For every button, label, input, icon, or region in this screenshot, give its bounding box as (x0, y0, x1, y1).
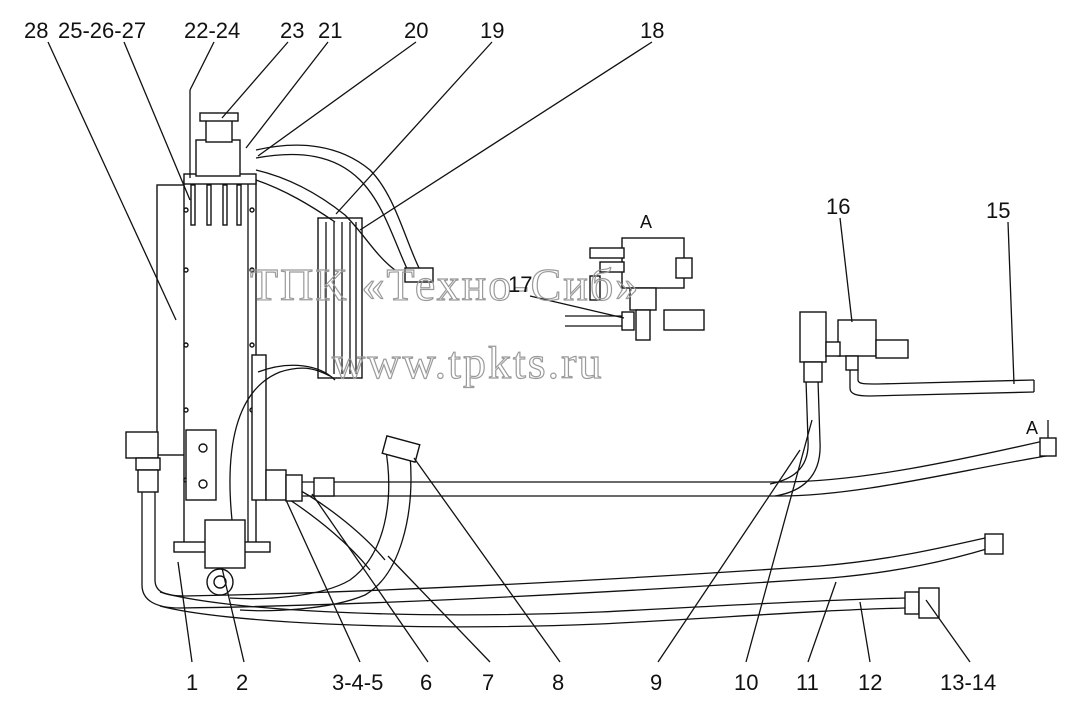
label-15: 15 (986, 198, 1010, 223)
label-8: 8 (552, 670, 564, 695)
label-23: 23 (280, 18, 304, 43)
label-17: 17 (508, 272, 532, 297)
valve-16-and-pipe-15 (825, 319, 1035, 397)
label-25-26-27: 25-26-27 (58, 18, 146, 43)
label-16: 16 (826, 194, 850, 219)
label-28: 28 (24, 18, 48, 43)
radiator-assembly (125, 90, 287, 596)
label-19: 19 (480, 18, 504, 43)
label-13-14: 13-14 (940, 670, 996, 695)
label-2: 2 (236, 670, 248, 695)
view-a-title: A (640, 212, 652, 232)
label-12: 12 (858, 670, 882, 695)
label-7: 7 (482, 670, 494, 695)
label-11: 11 (796, 670, 819, 695)
hoses (141, 144, 1057, 628)
label-10: 10 (734, 670, 758, 695)
label-3-4-5: 3-4-5 (332, 670, 383, 695)
watermark-url: www.tpkts.ru (332, 337, 603, 388)
label-18: 18 (640, 18, 664, 43)
label-1: 1 (186, 670, 198, 695)
label-20: 20 (404, 18, 428, 43)
oil-cooler (317, 217, 363, 379)
label-9: 9 (650, 670, 662, 695)
watermark-company: ТПК «Техно-Сиб» (250, 259, 640, 310)
label-21: 21 (318, 18, 342, 43)
leader-lines (47, 41, 1015, 663)
valve-block-view-a (565, 237, 705, 341)
label-22-24: 22-24 (184, 18, 240, 43)
label-6: 6 (420, 670, 432, 695)
section-a-mark: A (1026, 418, 1038, 438)
